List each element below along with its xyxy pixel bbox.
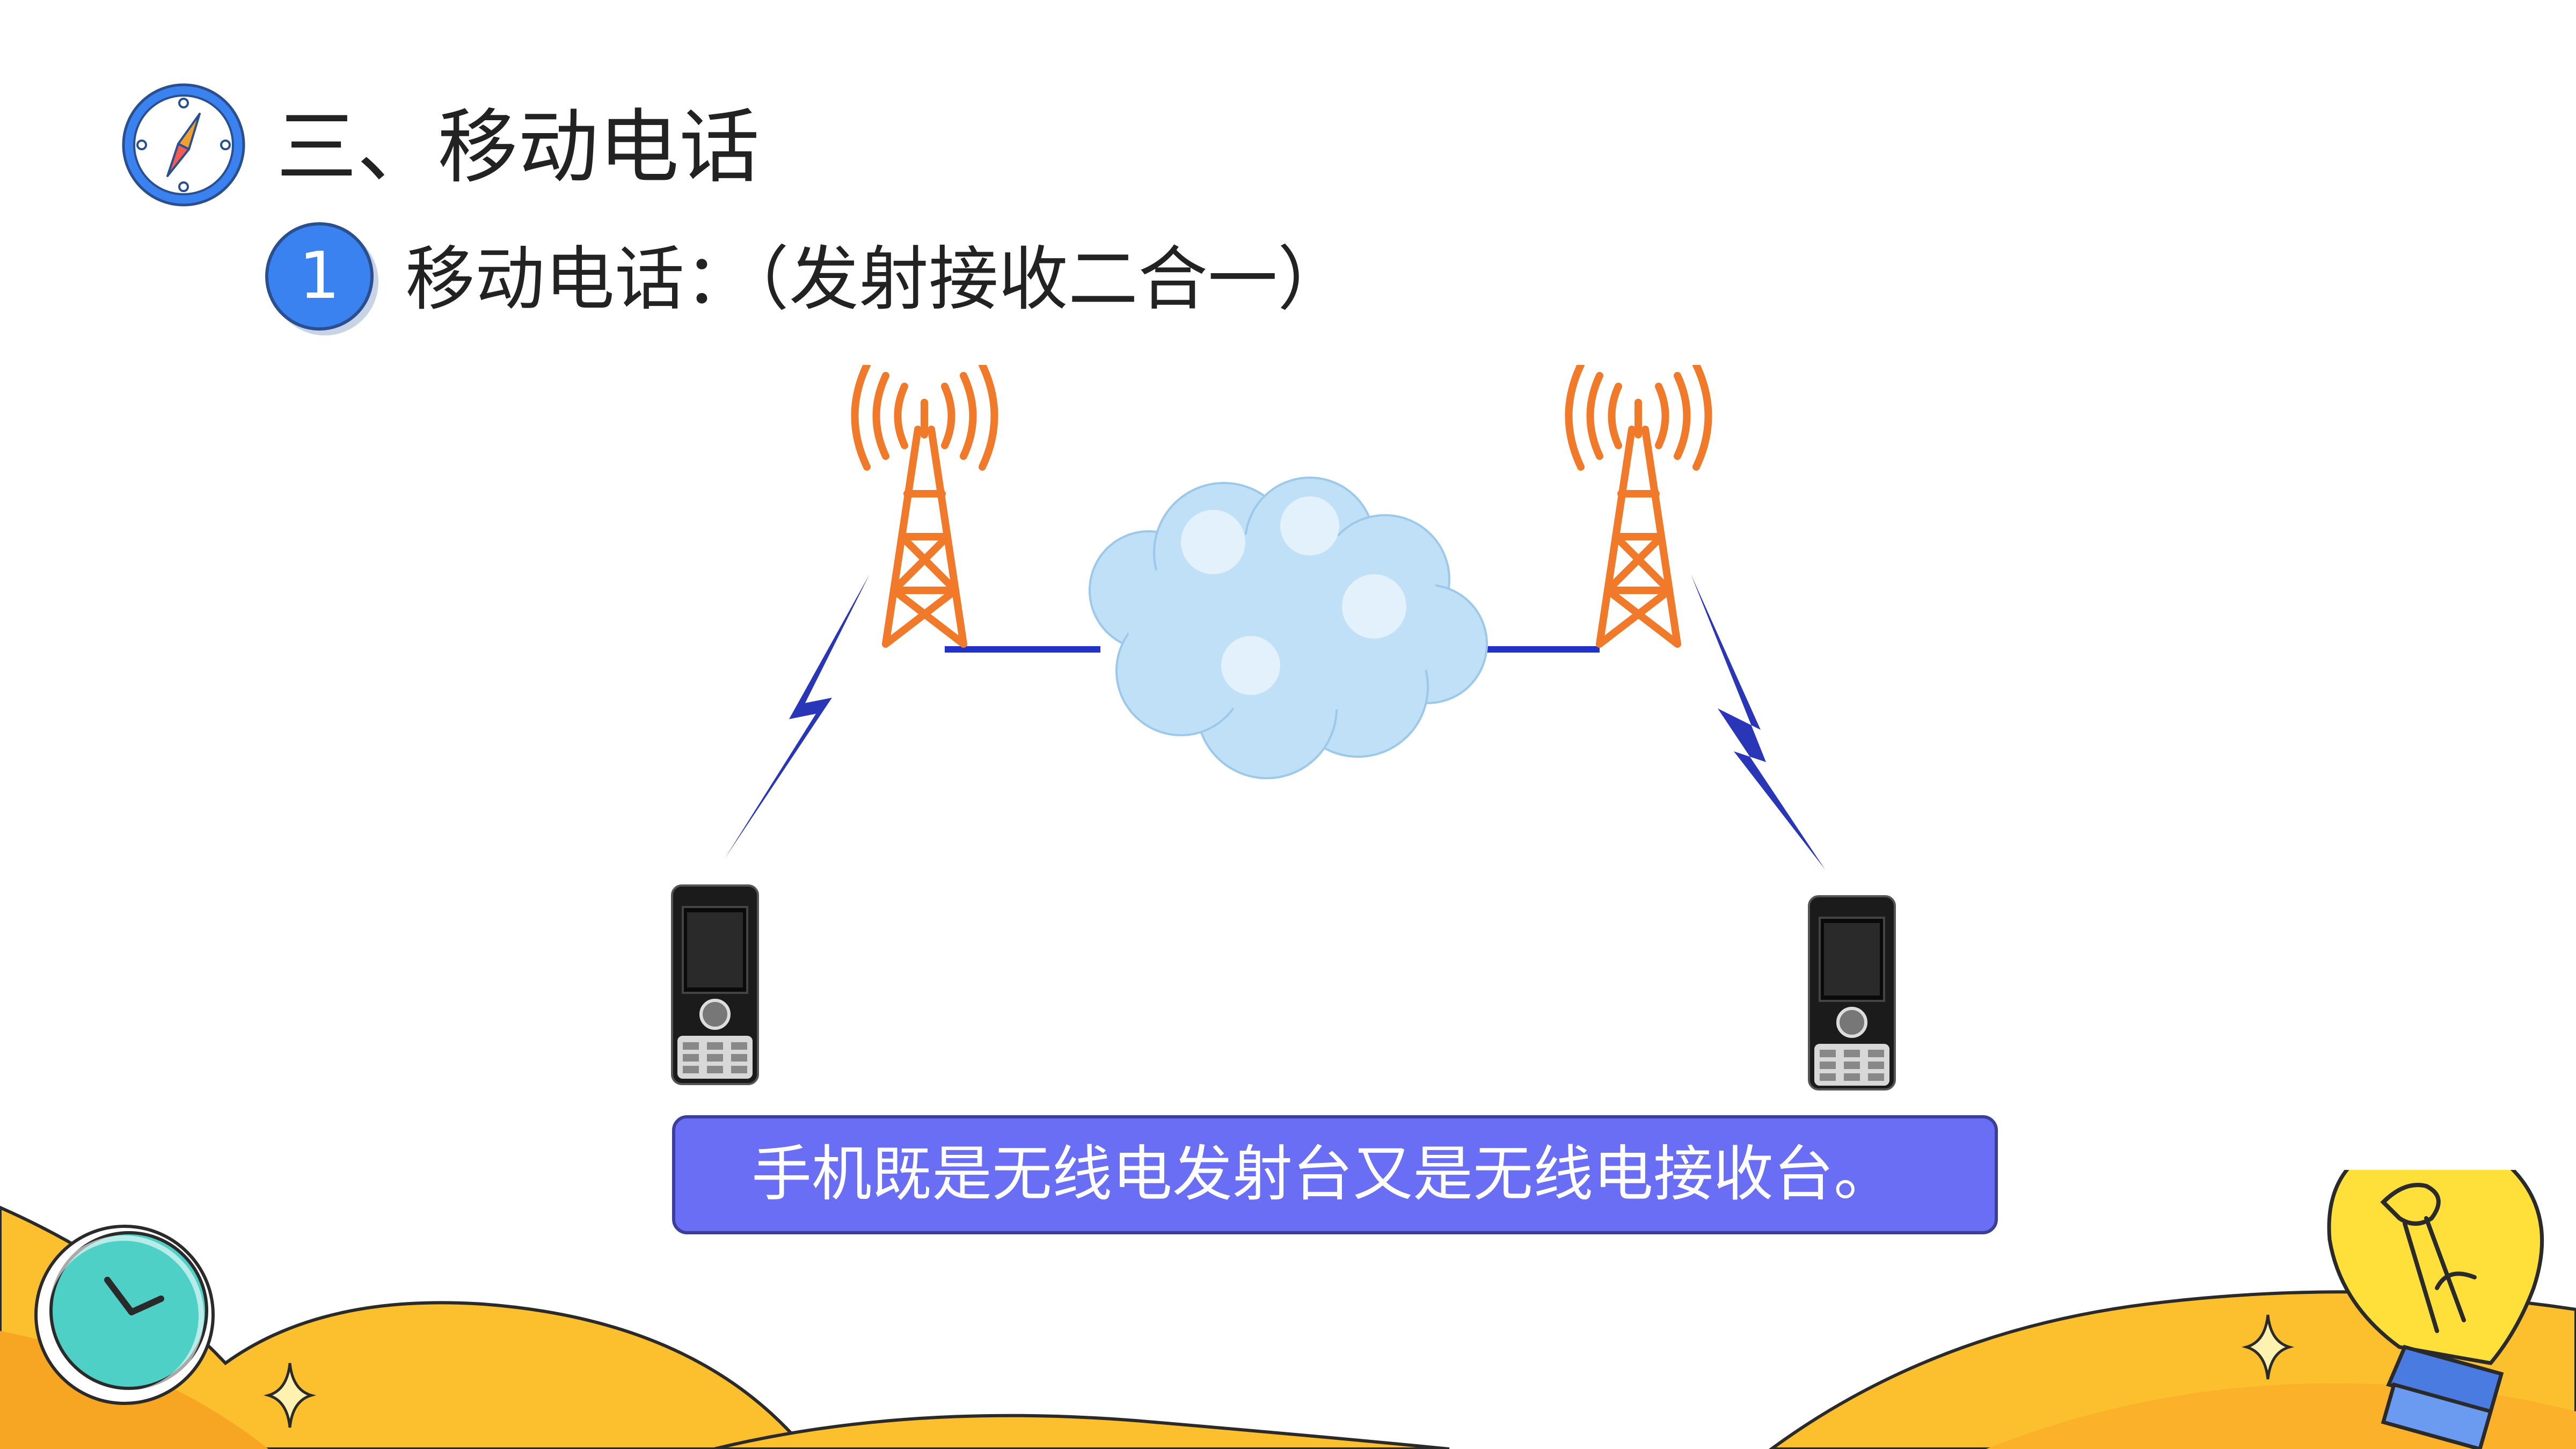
bottom-decoration xyxy=(0,1170,2576,1449)
compass-icon xyxy=(122,83,245,207)
lightning-icon-right xyxy=(1691,574,1825,869)
step-number: 1 xyxy=(298,239,340,313)
lightning-icon-left xyxy=(725,574,870,859)
caption-text: 手机既是无线电发射台又是无线电接收台。 xyxy=(751,1139,1894,1209)
sparkle-icon-right xyxy=(2241,1314,2295,1380)
light-bulb-icon xyxy=(2327,1170,2544,1449)
step-title: 移动电话：（发射接收二合一） xyxy=(405,238,1348,320)
caption-box xyxy=(672,1115,1998,1234)
mobile-phone-icon-left xyxy=(671,884,759,1085)
network-diagram xyxy=(671,365,1896,1091)
tower-icon-left xyxy=(851,365,998,648)
sparkle-icon-left xyxy=(263,1363,317,1428)
section-title: 三、移动电话 xyxy=(276,101,760,194)
clock-icon xyxy=(34,1225,215,1405)
tower-icon-right xyxy=(1565,365,1712,648)
mobile-phone-icon-right xyxy=(1808,895,1896,1091)
step-badge xyxy=(265,222,378,335)
